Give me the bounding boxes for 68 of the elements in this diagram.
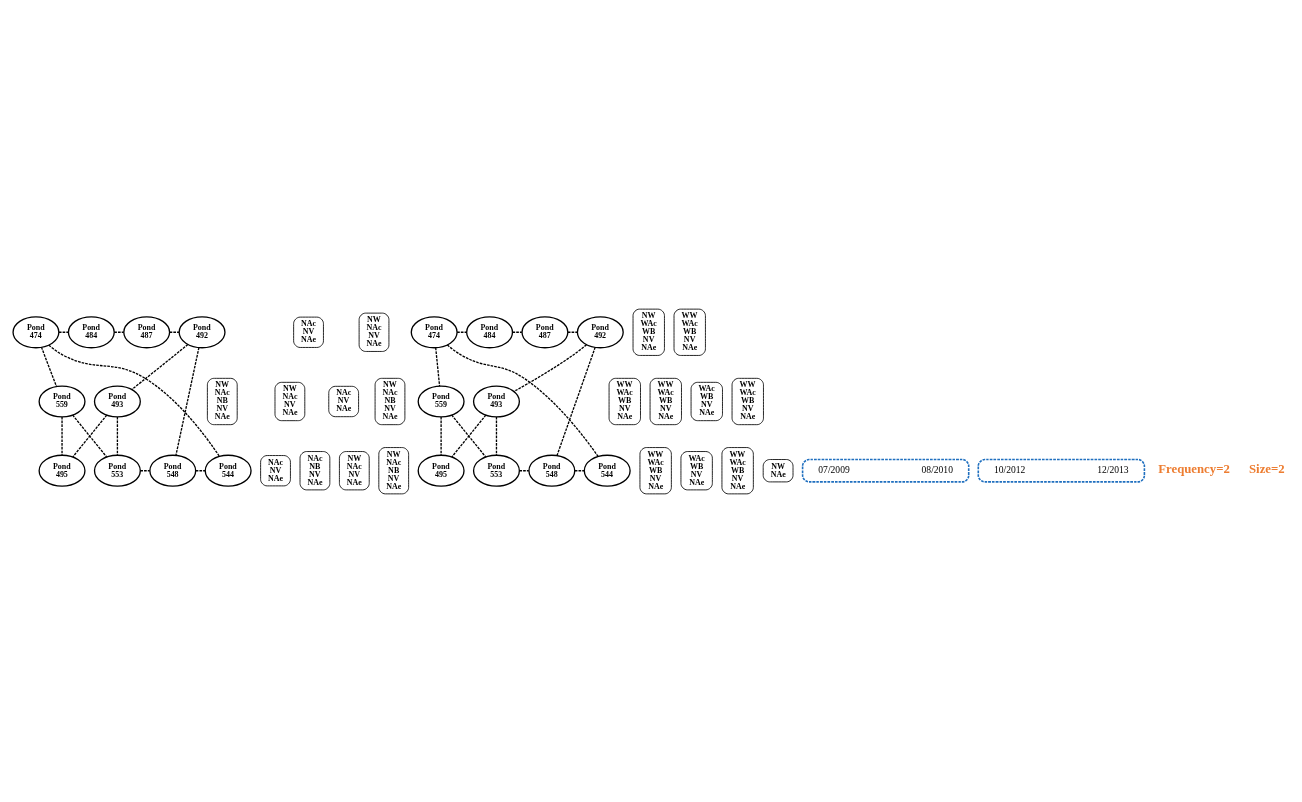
node-box: WW WAc WB NV NAe: [639, 446, 672, 494]
node-box: WW WAc WB NV NAe: [649, 377, 682, 425]
connector: [195, 469, 206, 471]
node-ellipse: Pond 474: [12, 315, 60, 348]
node-box: NW NAc NV NAe: [274, 381, 306, 421]
node-ellipse: Pond 544: [204, 454, 252, 487]
node-ellipse: Pond 548: [149, 454, 197, 487]
node-ellipse: Pond 495: [417, 454, 465, 487]
node-ellipse: Pond 492: [178, 315, 226, 348]
node-ellipse: Pond 484: [67, 315, 115, 348]
node-box: NAc NV NAe: [293, 316, 324, 348]
node-box: NW NAc NV NAe: [339, 450, 370, 490]
connector: [116, 415, 119, 456]
node-box: NAc NV NAe: [260, 454, 291, 486]
node-box: NW NAc NB NV NAe: [206, 377, 238, 425]
connector: [168, 331, 180, 333]
node-ellipse: Pond 495: [38, 454, 86, 487]
node-ellipse: Pond 553: [93, 454, 141, 487]
node-ellipse: Pond 493: [93, 384, 141, 418]
connector: [518, 469, 530, 471]
connector: [48, 344, 221, 457]
node-box: NW NAc NV NAe: [358, 312, 390, 352]
node-box: NAc NB NV NAe: [299, 450, 331, 490]
connector: [113, 331, 125, 333]
node-box: WW WAc WB NV NAe: [673, 308, 706, 356]
connector: [175, 346, 200, 456]
connector: [456, 331, 468, 333]
node-ellipse: Pond 493: [472, 384, 521, 418]
node-box: WAc WB NV NAe: [690, 381, 723, 421]
node-ellipse: Pond 548: [528, 454, 576, 487]
node-box: NW NAc NB NV NAe: [374, 377, 406, 425]
node-box: NW WAc WB NV NAe: [632, 308, 665, 356]
connector: [72, 414, 108, 457]
node-ellipse: Pond 559: [38, 384, 86, 418]
connector: [61, 415, 63, 456]
connector: [40, 346, 58, 387]
node-ellipse: Pond 553: [472, 454, 521, 487]
connector: [495, 415, 498, 456]
connector: [567, 331, 578, 333]
connector: [574, 469, 585, 471]
label: Frequency=2: [1158, 461, 1230, 476]
connector: [556, 346, 596, 456]
node-box: WW WAc WB NV NAe: [731, 377, 764, 425]
node-box: NAc NV NAe: [328, 385, 359, 417]
node-box: 10/2012 12/2013: [977, 458, 1146, 483]
node-box: WW WAc WB NV NAe: [608, 377, 641, 425]
node-box: WW WAc WB NV NAe: [721, 446, 754, 494]
node-ellipse: Pond 559: [417, 384, 465, 418]
connector: [435, 346, 441, 387]
connector: [511, 331, 523, 333]
node-ellipse: Pond 492: [576, 315, 624, 348]
node-ellipse: Pond 474: [410, 315, 458, 348]
node-box: NW NAe: [762, 458, 794, 482]
node-ellipse: Pond 487: [123, 315, 171, 348]
connector: [451, 414, 487, 457]
node-box: 07/2009 08/2010: [801, 458, 970, 483]
node-ellipse: Pond 487: [521, 315, 569, 348]
node-box: WAc WB NV NAe: [680, 450, 713, 490]
node-ellipse: Pond 484: [466, 315, 514, 348]
connector: [139, 469, 151, 471]
label: Size=2: [1249, 461, 1285, 476]
connector: [131, 343, 189, 390]
node-ellipse: Pond 544: [583, 454, 631, 487]
connector: [440, 415, 442, 456]
connector: [446, 343, 599, 457]
connector: [58, 331, 69, 333]
connector: [513, 343, 588, 392]
node-box: NW NAc NB NV NAe: [378, 446, 410, 494]
